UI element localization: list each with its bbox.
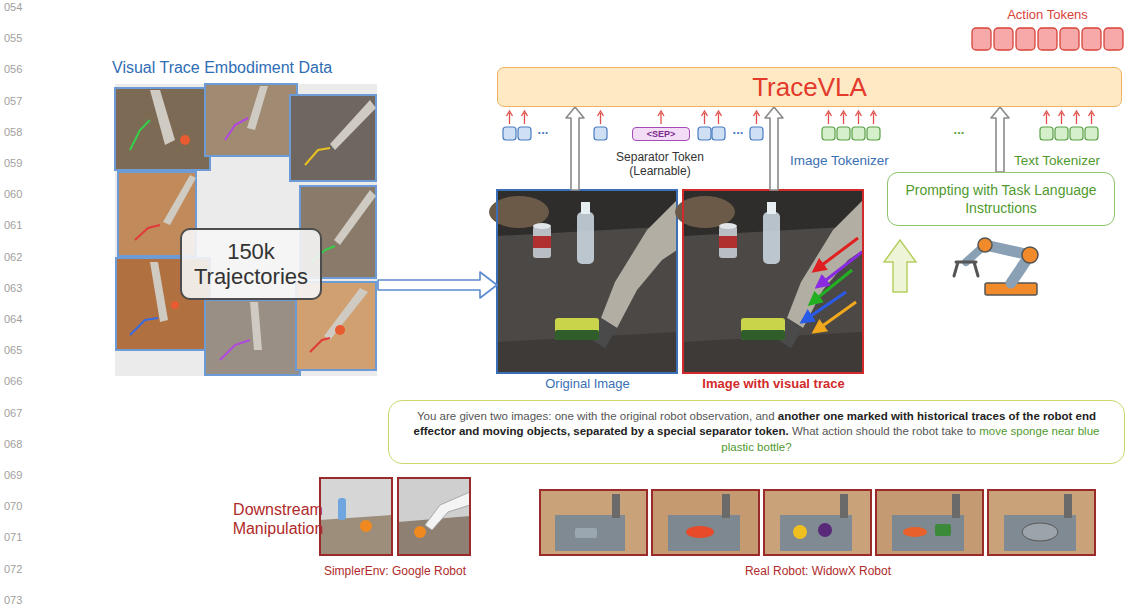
token-arrow [841, 111, 847, 124]
action-token [1060, 28, 1079, 50]
token-arrow [1089, 111, 1095, 124]
node-text: TraceVLA [752, 74, 867, 100]
line-number: 058 [4, 126, 34, 139]
input-token [698, 127, 711, 140]
tokenizer-arrow [991, 107, 1009, 172]
node-text: Visual Trace Embodiment Data [112, 58, 378, 77]
ellipsis: ... [948, 122, 970, 138]
action-token [972, 28, 991, 50]
line-number: 064 [4, 313, 34, 326]
action-token [1016, 28, 1035, 50]
line-number: 073 [4, 594, 34, 607]
line-number: 054 [4, 1, 34, 14]
token-arrow [716, 111, 722, 124]
prompt-box: Prompting with Task Language Instruction… [887, 172, 1115, 226]
tokenizer-arrow [566, 107, 584, 190]
line-number: 063 [4, 282, 34, 295]
action-token [1082, 28, 1101, 50]
token-arrow [1044, 111, 1050, 124]
image-panel: Image with visual trace [683, 190, 864, 392]
prompt-text-box: You are given two images: one with the o… [388, 400, 1125, 464]
token-arrow [826, 111, 832, 124]
line-number: 056 [4, 63, 34, 76]
group-heading: Action Tokens [972, 7, 1123, 23]
node-text: 150k Trajectories [190, 239, 312, 290]
benchmark-panel: SimplerEnv: Google Robot [318, 476, 472, 580]
line-number: 067 [4, 407, 34, 420]
input-token [503, 127, 516, 140]
prompt-paragraph: You are given two images: one with the o… [405, 409, 1108, 456]
action-token [1104, 28, 1123, 50]
line-number: 059 [4, 157, 34, 170]
line-number: 068 [4, 438, 34, 451]
line-number: 060 [4, 188, 34, 201]
token-arrow [507, 111, 513, 124]
input-token [712, 127, 725, 140]
line-number: 071 [4, 531, 34, 544]
input-token [1055, 127, 1068, 140]
token-arrow [598, 111, 604, 124]
line-number: 069 [4, 469, 34, 482]
input-token [867, 127, 880, 140]
token-arrow [871, 111, 877, 124]
image-panel: Original Image [497, 190, 678, 392]
input-token [1040, 127, 1053, 140]
input-token [1070, 127, 1083, 140]
line-number: 072 [4, 563, 34, 576]
ellipsis: ... [727, 122, 749, 138]
node-text: What action should the robot take to [792, 425, 976, 437]
input-token [822, 127, 835, 140]
annotation: Image Tokenizer [790, 153, 902, 169]
section-heading: Downstream Manipulation [222, 500, 334, 538]
node-text: You are given two images: one with the o… [417, 410, 775, 422]
node-text: Prompting with Task Language Instruction… [898, 181, 1104, 217]
action-token [994, 28, 1013, 50]
line-number: 062 [4, 251, 34, 264]
token-arrow [1074, 111, 1080, 124]
line-number: 066 [4, 375, 34, 388]
input-token [852, 127, 865, 140]
input-token [594, 127, 607, 140]
annotation: Separator Token (Learnable) [604, 150, 716, 179]
benchmark-panel: Real Robot: WidowX Robot [538, 476, 1098, 580]
token-arrow [754, 111, 760, 124]
input-token [518, 127, 531, 140]
token-arrow [702, 111, 708, 124]
node-text: Real Robot: WidowX Robot [538, 564, 1098, 578]
tokenizer-arrow [765, 107, 783, 190]
line-number: 057 [4, 95, 34, 108]
annotation: Text Tokenizer [1014, 153, 1126, 169]
model-box: TraceVLA [497, 67, 1122, 107]
node-text: SimplerEnv: Google Robot [318, 564, 472, 578]
count-box: 150k Trajectories [180, 228, 322, 300]
separator-token: <SEP> [632, 127, 690, 141]
input-token [750, 127, 763, 140]
data-flow-arrow [378, 272, 497, 298]
action-token [1038, 28, 1057, 50]
line-number: 065 [4, 344, 34, 357]
node-text: Original Image [497, 376, 678, 392]
token-arrow [856, 111, 862, 124]
token-arrow [658, 111, 664, 124]
line-number: 055 [4, 32, 34, 45]
input-token [1085, 127, 1098, 140]
line-number: 061 [4, 219, 34, 232]
ellipsis: ... [532, 122, 554, 138]
node-text: <SEP> [647, 130, 676, 139]
token-arrow [1059, 111, 1065, 124]
input-token [837, 127, 850, 140]
line-number: 070 [4, 500, 34, 513]
token-arrow [522, 111, 528, 124]
dataset-panel: Visual Trace Embodiment Data 150k Traject… [112, 58, 378, 378]
node-text: Image with visual trace [683, 376, 864, 392]
